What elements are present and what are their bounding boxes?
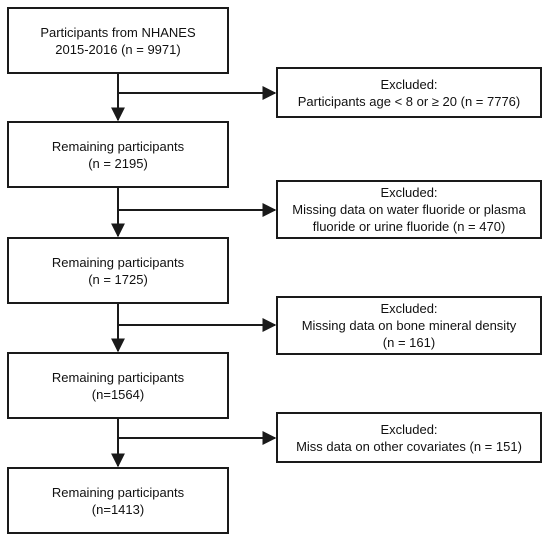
step-box-remaining-3: Remaining participants (n=1564) (7, 352, 229, 419)
exclusion-header: Excluded: (380, 76, 438, 92)
step-box-remaining-2: Remaining participants (n = 1725) (7, 237, 229, 304)
step-box-final: Remaining participants (n=1413) (7, 467, 229, 534)
step-box-count: (n=1564) (91, 386, 145, 402)
exclusion-line: fluoride or urine fluoride (n = 470) (312, 219, 506, 234)
exclusion-line: (n = 161) (382, 335, 436, 350)
exclusion-line: Missing data on water fluoride or plasma (292, 202, 526, 217)
step-box-count: (n = 1725) (88, 271, 148, 287)
exclusion-header: Excluded: (380, 301, 438, 316)
step-box-line: Remaining participants (51, 254, 185, 270)
step-box-count: (n = 2195) (88, 155, 148, 171)
step-box-line: Participants from NHANES (40, 24, 196, 40)
step-box-count: (n=1413) (91, 501, 145, 517)
step-box-line: Remaining participants (51, 484, 185, 500)
exclusion-line: Participants age < 8 or ≥ 20 (n = 7776) (297, 93, 521, 109)
exclusion-header: Excluded: (380, 421, 438, 437)
step-box-initial: Participants from NHANES 2015-2016 (n = … (7, 7, 229, 74)
step-box-remaining-1: Remaining participants (n = 2195) (7, 121, 229, 188)
step-box-count: 2015-2016 (n = 9971) (55, 41, 181, 57)
step-box-line: Remaining participants (51, 369, 185, 385)
exclusion-box-fluoride: Excluded: Missing data on water fluoride… (276, 180, 542, 239)
exclusion-line: Miss data on other covariates (n = 151) (296, 438, 522, 454)
step-box-line: Remaining participants (51, 138, 185, 154)
exclusion-box-covariates: Excluded: Miss data on other covariates … (276, 412, 542, 463)
exclusion-box-age: Excluded: Participants age < 8 or ≥ 20 (… (276, 67, 542, 118)
exclusion-box-bmd: Excluded: Missing data on bone mineral d… (276, 296, 542, 355)
exclusion-header: Excluded: (380, 185, 438, 200)
exclusion-line: Missing data on bone mineral density (301, 318, 517, 333)
